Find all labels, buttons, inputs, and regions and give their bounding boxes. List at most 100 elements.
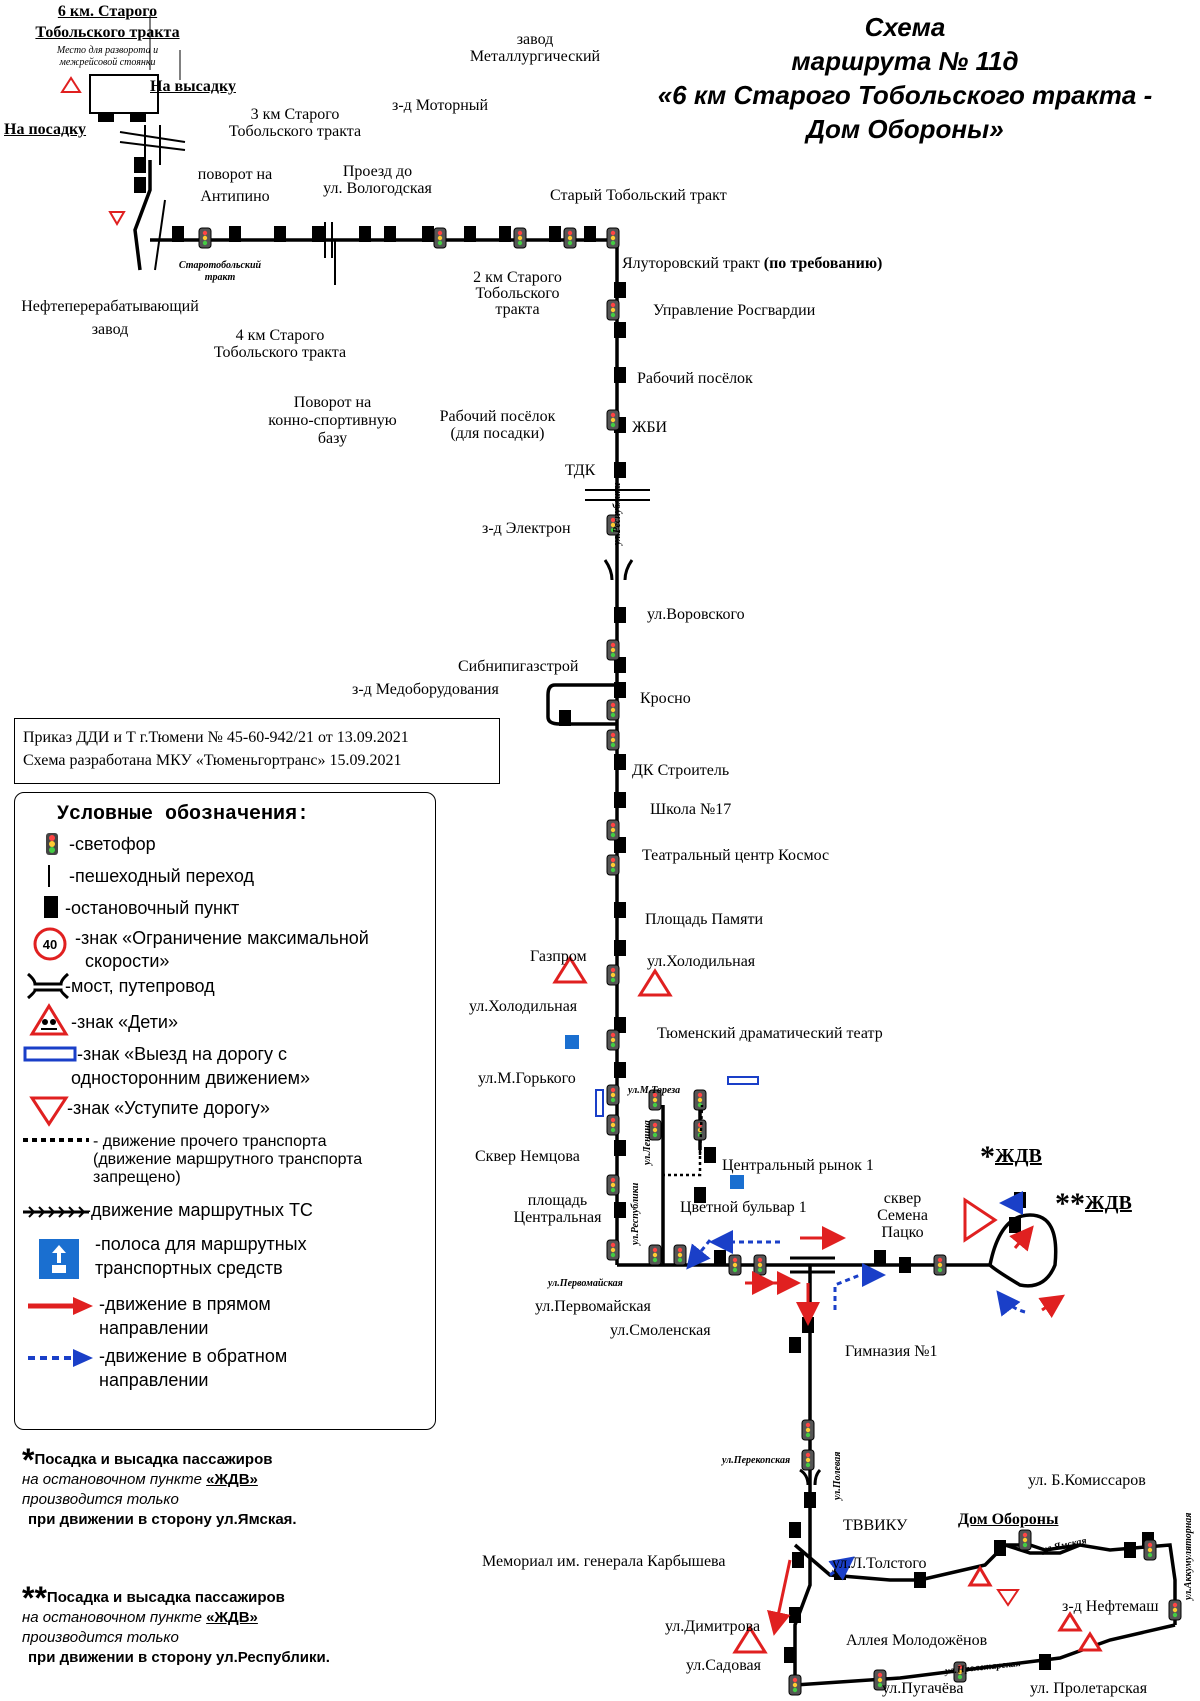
stop-km2-line-2: Тобольского [475, 285, 560, 302]
legend-crosswalk: -пешеходный переход [69, 866, 254, 886]
stop-marker [384, 226, 396, 242]
footnote-1: *Посадка и высадка пассажиров на останов… [22, 1442, 297, 1529]
traffic-light-marker [788, 1674, 802, 1696]
stop-vologodskaya-line-1: Проезд до [342, 163, 413, 180]
stop-marker [784, 1647, 796, 1663]
backward-direction-icon [28, 1349, 93, 1367]
traffic-light-marker [606, 854, 620, 876]
traffic-light-marker [606, 409, 620, 431]
stop-marker [694, 1187, 706, 1203]
start-stop-line-2: Тобольского тракта [35, 24, 180, 41]
stop-sadovaya: ул.Садовая [686, 1657, 761, 1674]
boarding-label: На посадку [4, 121, 87, 138]
stop-horse-line-2: конно-спортивную [268, 412, 397, 429]
street-lenina: ул.Ленина [642, 1120, 653, 1165]
legend-bus-lane-line-1: -полоса для маршрутных [95, 1234, 307, 1254]
order-box: Приказ ДДИ и Т г.Тюмени № 45-60-942/21 о… [14, 718, 500, 784]
order-line-2: Схема разработана МКУ «Тюменьгортранс» 1… [23, 752, 402, 769]
traffic-light-marker [433, 227, 447, 249]
stop-refinery-line-1: Нефтеперерабатывающий [21, 298, 199, 315]
other-traffic-path [663, 1104, 704, 1177]
stop-rosgvardia: Управление Росгвардии [653, 302, 816, 319]
stop-elektron: з-д Электрон [482, 520, 571, 537]
stop-marker [559, 710, 571, 726]
forward-direction-icon [28, 1297, 93, 1315]
legend: Условные обозначения: -светофор -пешеход… [14, 792, 436, 1430]
traffic-light-marker [606, 819, 620, 841]
stop-marker [914, 1572, 926, 1588]
stop-neftemash: з-д Нефтемаш [1062, 1598, 1159, 1615]
stop-marker [274, 226, 286, 242]
turnaround-area [89, 15, 186, 165]
stop-patso-line-2: Семена [877, 1207, 928, 1224]
title-line-4: Дом Обороны» [806, 114, 1004, 144]
stop-patso-line-3: Пацко [881, 1224, 924, 1241]
stop-marker [804, 1492, 816, 1508]
stop-marker [1039, 1654, 1051, 1670]
footnote-2: **Посадка и высадка пассажиров на остано… [22, 1580, 330, 1667]
svg-text:40: 40 [43, 937, 57, 952]
stop-zhbi: ЖБИ [632, 419, 668, 436]
stop-central-line-1: площадь [527, 1192, 588, 1209]
traffic-light-marker [873, 1669, 887, 1691]
legend-bus-lane-line-2: транспортных средств [95, 1258, 283, 1278]
stop-marker [874, 1250, 886, 1266]
traffic-light-marker [606, 227, 620, 249]
traffic-light-marker [606, 1239, 620, 1261]
stop-marker [464, 226, 476, 242]
stop-marker [899, 1257, 911, 1273]
traffic-light-marker [953, 1661, 967, 1683]
stop-km2-line-3: тракта [495, 301, 540, 318]
traffic-light-marker [606, 1174, 620, 1196]
traffic-light-marker [606, 514, 620, 536]
stop-marker [614, 754, 626, 770]
stop-marker [614, 902, 626, 918]
traffic-light-marker [606, 1084, 620, 1106]
yield-sign-icon [29, 1096, 69, 1127]
stop-marker [714, 1250, 726, 1266]
legend-speed-sign-line-2: скорости» [85, 951, 170, 971]
stop-marker [499, 226, 511, 242]
street-starotobolsky-line-1: Старотобольский [178, 260, 262, 271]
children-sign-icon [29, 1003, 69, 1036]
stop-marker [1009, 1217, 1021, 1233]
bus-lane-icon [39, 1239, 79, 1279]
traffic-light-marker [753, 1254, 767, 1276]
stop-marker [704, 1147, 716, 1163]
stop-vorovskogo: ул.Воровского [647, 606, 745, 623]
stop-horse-line-3: базу [317, 430, 348, 447]
traffic-light-marker [648, 1119, 662, 1141]
legend-children: -знак «Дети» [71, 1012, 178, 1032]
start-stop-line-1: 6 км. Старого [57, 3, 158, 20]
stop-marker [312, 226, 324, 242]
street-pervomayskaya: ул.Первомайская [548, 1278, 623, 1289]
stop-marker [614, 1202, 626, 1218]
stop-km2-line-1: 2 км Старого [473, 269, 562, 286]
stop-kosmos: Театральный центр Космос [642, 847, 830, 864]
stop-tolstogo: ул.Л.Толстого [832, 1555, 927, 1572]
stop-km4-line-1: 4 км Старого [235, 327, 325, 344]
traffic-light-icon [46, 833, 58, 855]
legend-backward-line-1: -движение в обратном [99, 1346, 288, 1366]
legend-traffic-light: -светофор [69, 834, 156, 854]
stop-marker [614, 837, 626, 853]
traffic-light-marker [513, 227, 527, 249]
stop-kholodilnaya-right: ул.Холодильная [647, 953, 756, 970]
legend-route-traffic: -движение маршрутных ТС [85, 1200, 313, 1220]
stop-workers-board-line-2: (для посадки) [450, 425, 545, 442]
crosswalks [154, 199, 650, 501]
street-polevaya: ул.Полевая [832, 1451, 843, 1500]
stop-marker [614, 1140, 626, 1156]
stop-school17: Школа №17 [650, 801, 732, 818]
title-line-2: маршрута № 11д [791, 46, 1019, 76]
stop-karbyshev: Мемориал им. генерала Карбышева [482, 1553, 726, 1570]
stop-kholodilnaya-left: ул.Холодильная [469, 998, 578, 1015]
stop-km4-line-2: Тобольского тракта [213, 344, 347, 361]
stop-tvviku: ТВВИКУ [843, 1517, 908, 1534]
stop-sibnipi: Сибнипигазстрой [458, 658, 579, 675]
stop-metal-line-2: Металлургический [469, 48, 601, 65]
forward-arrows [745, 1225, 1065, 1636]
legend-speed-sign-line-1: -знак «Ограничение максимальной [75, 928, 369, 948]
stop-workers: Рабочий посёлок [637, 370, 753, 387]
